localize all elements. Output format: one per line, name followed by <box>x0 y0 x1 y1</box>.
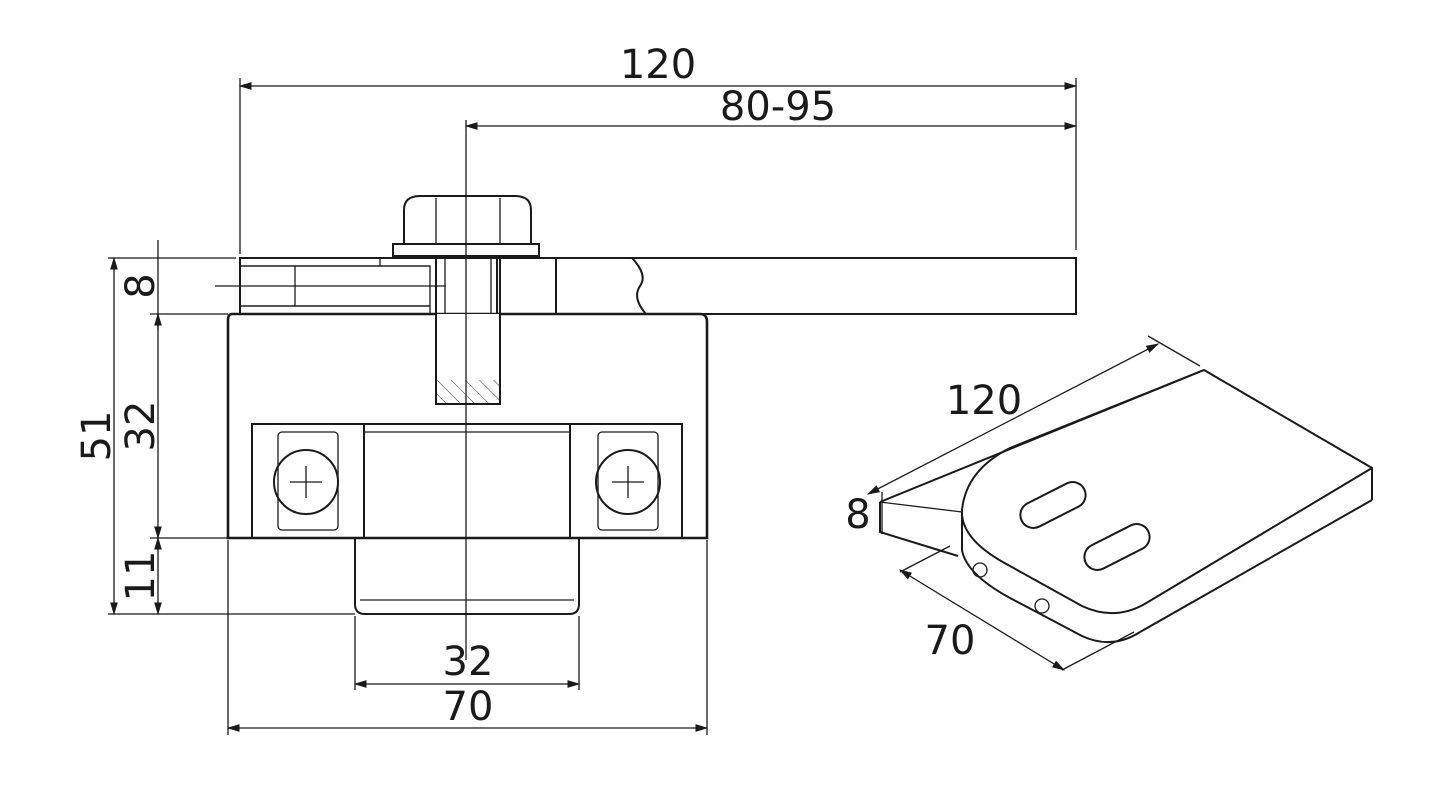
iso-view: 120 8 70 <box>845 335 1373 671</box>
dim-body-height: 32 <box>118 401 164 452</box>
extension-lines <box>108 78 1077 735</box>
dim-overall-length: 120 <box>620 42 696 88</box>
dim-plate-thickness: 8 <box>118 273 164 298</box>
dim-hub-height: 11 <box>118 551 164 602</box>
iso-dim-thickness: 8 <box>845 492 870 538</box>
dimension-lines <box>110 82 1078 732</box>
iso-dim-width: 70 <box>925 618 976 664</box>
roller-hub <box>354 537 580 615</box>
dim-body-width: 70 <box>443 684 494 730</box>
dim-total-height: 51 <box>74 411 120 462</box>
iso-dim-length: 120 <box>946 378 1022 424</box>
ball-bearing <box>251 423 683 539</box>
dim-adjust-range: 80-95 <box>720 84 836 130</box>
roller-body <box>226 312 709 540</box>
section-view: 120 80-95 8 51 32 11 32 70 <box>74 42 1078 735</box>
iso-dimension-lines <box>866 335 1201 671</box>
dim-hub-width: 32 <box>443 639 494 685</box>
